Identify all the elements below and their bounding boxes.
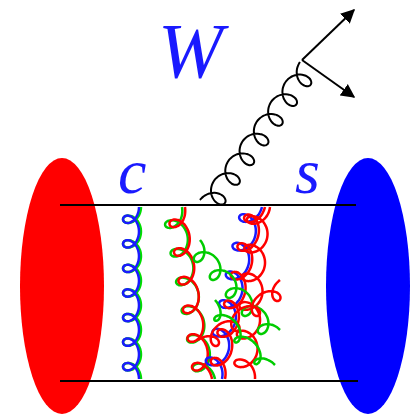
particle-label: c [118,140,146,204]
gluon-group [123,62,311,379]
gluon-coil [206,207,262,379]
gluon-coil [169,207,212,379]
particle-label: s [295,140,320,204]
gluon-coil [214,300,275,365]
gluon-coil [123,207,141,379]
quark-line [60,204,356,206]
gluon-coil [123,207,139,379]
hadron-left [20,158,104,414]
quark-line [60,380,358,382]
gluon-coil [194,240,280,334]
decay-arrow [302,10,354,60]
particle-label: W [158,12,223,90]
gluon-coil [165,207,215,379]
hadron-right [326,158,410,414]
